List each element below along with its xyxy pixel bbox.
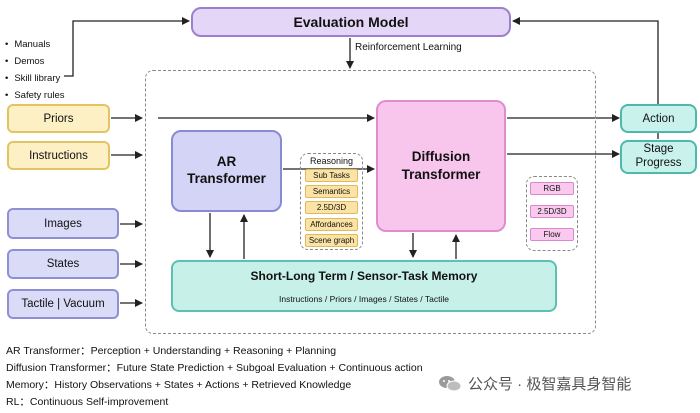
list-item: Skill library <box>5 70 65 87</box>
legend: AR Transformer：Perception + Understandin… <box>6 343 423 411</box>
ar-transformer-label-line2: Transformer <box>187 171 266 186</box>
reasoning-title: Reasoning <box>309 156 354 166</box>
action-label: Action <box>642 112 675 125</box>
images-box: Images <box>7 208 119 239</box>
modality-rgb: RGB <box>530 182 574 195</box>
system-boundary <box>145 70 596 334</box>
watermark-text: 公众号 · 极智嘉具身智能 <box>468 376 632 393</box>
stage-progress-label-line1: Stage <box>643 143 674 156</box>
ar-transformer-box: AR Transformer <box>171 130 282 212</box>
ar-transformer-label-line1: AR <box>216 154 237 170</box>
reasoning-item-sub-tasks: Sub Tasks <box>305 169 358 182</box>
priors-box: Priors <box>7 104 110 133</box>
priors-label: Priors <box>43 112 74 125</box>
legend-rl: RL：Continuous Self-improvement <box>6 396 169 408</box>
action-box: Action <box>620 104 697 133</box>
reasoning-group <box>300 153 363 250</box>
memory-title: Short-Long Term / Sensor-Task Memory <box>250 269 478 283</box>
list-item: Demos <box>5 53 65 70</box>
tactile-vacuum-label: Tactile | Vacuum <box>21 298 105 310</box>
stage-progress-box: Stage Progress <box>620 140 697 174</box>
evaluation-model-box: Evaluation Model <box>191 7 511 37</box>
evaluation-model-label: Evaluation Model <box>293 14 409 30</box>
diffusion-transformer-box: Diffusion Transformer <box>376 100 506 232</box>
eval-inputs-list: Manuals Demos Skill library Safety rules <box>5 36 65 104</box>
diffusion-transformer-label-line2: Transformer <box>401 167 481 182</box>
watermark: 公众号 · 极智嘉具身智能 <box>438 373 631 394</box>
states-box: States <box>7 249 119 279</box>
modality-flow: Flow <box>530 228 574 241</box>
instructions-box: Instructions <box>7 141 110 170</box>
list-item: Safety rules <box>5 87 64 104</box>
diffusion-transformer-label-line1: Diffusion <box>411 149 471 165</box>
reasoning-item-semantics: Semantics <box>305 185 358 198</box>
reasoning-item-2-5d-3d: 2.5D/3D <box>305 201 358 214</box>
legend-diffusion-transformer: Diffusion Transformer：Future State Predi… <box>6 362 423 374</box>
legend-memory: Memory：History Observations + States + A… <box>6 379 352 391</box>
tactile-vacuum-box: Tactile | Vacuum <box>7 289 119 319</box>
legend-ar-transformer: AR Transformer：Perception + Understandin… <box>6 345 337 357</box>
reasoning-item-scene-graph: Scene graph <box>305 234 358 247</box>
images-label: Images <box>44 217 82 230</box>
instructions-label: Instructions <box>29 149 88 162</box>
wechat-icon <box>439 376 462 392</box>
stage-progress-label-line2: Progress <box>635 157 682 169</box>
modality-2-5d-3d: 2.5D/3D <box>530 205 574 218</box>
memory-box: Short-Long Term / Sensor-Task Memory Ins… <box>171 260 557 312</box>
reinforcement-learning-label: Reinforcement Learning <box>355 42 462 53</box>
output-modalities-group <box>526 176 578 251</box>
list-item: Manuals <box>5 36 65 53</box>
states-label: States <box>46 258 80 270</box>
memory-subtitle: Instructions / Priors / Images / States … <box>279 294 449 304</box>
reasoning-item-affordances: Affordances <box>305 218 358 231</box>
